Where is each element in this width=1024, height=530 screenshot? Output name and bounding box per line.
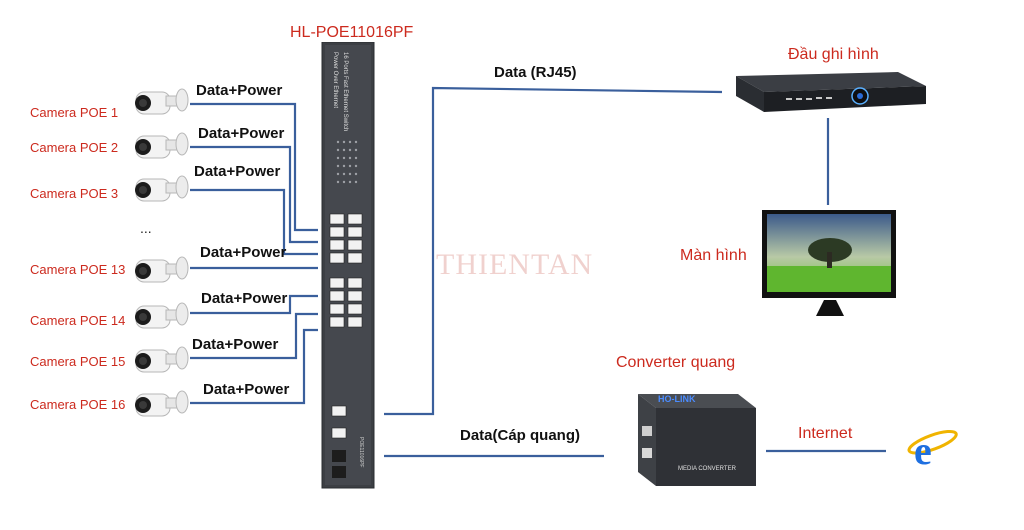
- internet-explorer-icon: e: [907, 428, 958, 472]
- camera-14-line: [190, 294, 318, 315]
- converter-brand-text: HO-LINK: [658, 394, 696, 404]
- camera-1-label: Camera POE 1: [30, 105, 119, 120]
- camera-15-link-label: Data+Power: [192, 336, 279, 353]
- camera-3-line: [190, 188, 318, 256]
- switch-vertical-text-2: 16 Ports Fast Ethernet Switch: [342, 52, 348, 131]
- svg-text:e: e: [914, 428, 932, 472]
- cameras-ellipsis: ...: [140, 220, 152, 236]
- monitor-icon: [762, 210, 896, 316]
- camera-1-icon: [134, 88, 189, 115]
- converter-label: Converter quang: [616, 354, 736, 371]
- camera-2-link-label: Data+Power: [198, 125, 285, 142]
- media-converter-icon: HO-LINK MEDIA CONVERTER: [638, 394, 756, 486]
- nvr-label: Đầu ghi hình: [788, 46, 879, 63]
- fiber-link-label: Data(Cáp quang): [460, 427, 580, 444]
- poe-switch-icon: Power Over Ethernet 16 Ports Fast Ethern…: [321, 42, 375, 489]
- camera-14-label: Camera POE 14: [30, 313, 126, 328]
- camera-16-line: [190, 328, 318, 405]
- camera-16-icon: [134, 390, 189, 417]
- camera-14-link-label: Data+Power: [201, 290, 288, 307]
- camera-1-line: [190, 102, 318, 232]
- camera-15-line: [190, 312, 318, 360]
- camera-16-link-label: Data+Power: [203, 381, 290, 398]
- watermark: THIENTAN: [436, 248, 594, 281]
- switch-model-small: POE11016PF: [358, 437, 364, 467]
- camera-13-label: Camera POE 13: [30, 262, 126, 277]
- monitor-label: Màn hình: [680, 247, 747, 264]
- camera-13-link-label: Data+Power: [200, 244, 287, 261]
- camera-3-label: Camera POE 3: [30, 186, 119, 201]
- converter-product-text: MEDIA CONVERTER: [678, 466, 737, 472]
- switch-vertical-text-1: Power Over Ethernet: [332, 52, 338, 108]
- camera-14-icon: [134, 302, 189, 329]
- camera-2-icon: [134, 132, 189, 159]
- nvr-icon: [736, 72, 926, 112]
- camera-3-link-label: Data+Power: [194, 163, 281, 180]
- camera-13-icon: [134, 256, 189, 283]
- rj45-line: [384, 86, 723, 416]
- camera-2-line: [190, 145, 318, 244]
- internet-label: Internet: [798, 425, 853, 442]
- switch-title: HL-POE11016PF: [290, 24, 414, 41]
- camera-15-icon: [134, 346, 189, 373]
- camera-2-label: Camera POE 2: [30, 140, 119, 155]
- camera-3-icon: [134, 175, 189, 202]
- camera-16-label: Camera POE 16: [30, 397, 126, 412]
- camera-15-label: Camera POE 15: [30, 354, 126, 369]
- camera-1-link-label: Data+Power: [196, 82, 283, 99]
- rj45-link-label: Data (RJ45): [494, 64, 577, 81]
